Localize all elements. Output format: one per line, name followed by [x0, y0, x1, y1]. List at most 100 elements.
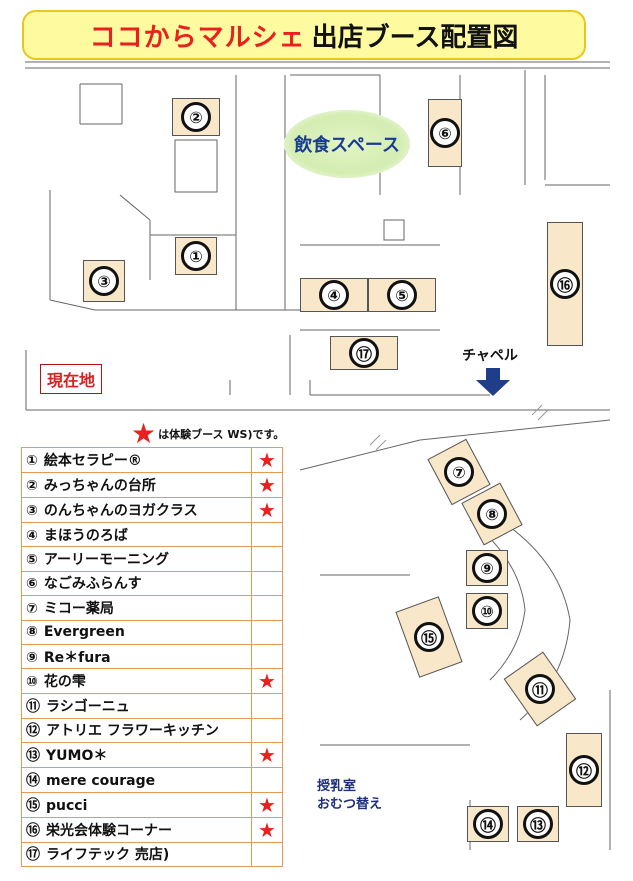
- booth-3[interactable]: ③: [83, 260, 125, 302]
- booth-number: ⑬: [523, 809, 553, 839]
- vendor-name: ⑨ Re＊fura: [21, 643, 252, 670]
- vendor-name: ⑫ アトリエ フラワーキッチン: [21, 717, 252, 744]
- booth-number: ⑤: [387, 280, 417, 310]
- star-icon: ★: [251, 791, 283, 818]
- booth-2[interactable]: ②: [172, 98, 220, 136]
- booth-13[interactable]: ⑬: [517, 806, 559, 842]
- current-location-marker: 現在地: [40, 364, 103, 394]
- booth-14[interactable]: ⑭: [467, 806, 509, 842]
- star-icon: [251, 643, 283, 670]
- experience-booth-note: ★ は体験ブース WS)です。: [131, 417, 285, 450]
- star-icon: ★: [131, 417, 157, 450]
- booth-16[interactable]: ⑯: [547, 222, 583, 346]
- star-icon: ★: [251, 447, 283, 473]
- nursing-room-line-2: おむつ替え: [317, 797, 383, 812]
- vendor-number: ⑪: [26, 699, 40, 716]
- booth-9[interactable]: ⑨: [466, 550, 508, 586]
- vendor-name: ③ のんちゃんのヨガクラス: [21, 497, 252, 523]
- vendor-name: ⑦ ミコー薬局: [21, 595, 252, 621]
- vendor-number: ⑩: [26, 674, 38, 691]
- booth-number: ⑫: [569, 755, 599, 785]
- vendor-label: ライフテック 売店): [46, 847, 170, 864]
- vendor-label: 絵本セラピー®: [43, 453, 142, 469]
- vendor-number: ③: [26, 503, 38, 519]
- vendor-number: ⑨: [26, 649, 38, 666]
- vendor-number: ②: [26, 478, 38, 494]
- booth-number: ③: [89, 266, 119, 296]
- vendor-row: ② みっちゃんの台所 ★: [21, 472, 283, 498]
- vendor-name: ⑧ Evergreen: [21, 619, 252, 645]
- vendor-label: ミコー薬局: [43, 600, 114, 617]
- vendor-name: ② みっちゃんの台所: [21, 472, 252, 498]
- vendor-label: mere courage: [46, 772, 156, 789]
- booth-number: ②: [181, 102, 211, 132]
- vendor-label: pucci: [46, 797, 88, 814]
- vendor-label: みっちゃんの台所: [43, 478, 156, 494]
- nursing-room-line-1: 授乳室: [317, 779, 357, 794]
- star-icon: ★: [251, 472, 283, 498]
- booth-number: ⑯: [550, 269, 580, 299]
- vendor-row: ③ のんちゃんのヨガクラス ★: [21, 497, 283, 523]
- star-icon: [251, 595, 283, 621]
- vendor-row: ⑨ Re＊fura: [21, 643, 283, 670]
- booth-5[interactable]: ⑤: [368, 278, 436, 312]
- star-icon: ★: [251, 497, 283, 523]
- experience-booth-note-text: は体験ブース WS)です。: [158, 428, 285, 441]
- booth-6[interactable]: ⑥: [428, 99, 462, 167]
- vendor-name: ⑩ 花の雫: [21, 668, 252, 695]
- booth-1[interactable]: ①: [175, 237, 217, 275]
- map-title: ココからマルシェ 出店ブース配置図: [22, 10, 586, 60]
- vendor-number: ⑦: [26, 600, 38, 617]
- star-icon: [251, 619, 283, 645]
- vendor-label: 花の雫: [43, 674, 86, 691]
- booth-17[interactable]: ⑰: [330, 336, 398, 370]
- vendor-label: ラシゴーニュ: [46, 699, 130, 716]
- vendor-number: ⑯: [26, 822, 40, 839]
- booth-12[interactable]: ⑫: [566, 733, 602, 807]
- booth-number: ⑧: [477, 499, 507, 529]
- vendor-number: ⑬: [26, 748, 40, 765]
- booth-number: ⑰: [349, 338, 379, 368]
- vendor-row: ⑦ ミコー薬局: [21, 595, 283, 621]
- booth-number: ⑥: [430, 118, 460, 148]
- vendor-number: ⑫: [26, 723, 40, 740]
- vendor-row: ⑪ ラシゴーニュ: [21, 693, 283, 719]
- vendor-row: ① 絵本セラピー® ★: [21, 447, 283, 473]
- star-icon: [251, 693, 283, 719]
- star-icon: [251, 521, 283, 548]
- booth-number: ⑭: [473, 809, 503, 839]
- vendor-name: ⑪ ラシゴーニュ: [21, 693, 252, 719]
- star-icon: ★: [251, 668, 283, 695]
- vendor-label: Evergreen: [43, 624, 125, 641]
- star-icon: [251, 841, 283, 867]
- vendor-number: ⑤: [26, 552, 38, 569]
- vendor-label: まほうのろば: [43, 527, 128, 544]
- vendor-number: ①: [26, 453, 38, 469]
- booth-number: ⑮: [414, 622, 444, 652]
- star-icon: [251, 767, 283, 793]
- vendor-number: ⑧: [26, 624, 38, 641]
- booth-10[interactable]: ⑩: [466, 593, 508, 629]
- vendor-label: Re＊fura: [43, 649, 111, 666]
- title-marche-name: ココからマルシェ: [89, 22, 306, 53]
- vendor-label: のんちゃんのヨガクラス: [43, 503, 198, 519]
- dining-area: 飲食スペース: [284, 110, 410, 178]
- nursing-room-label: 授乳室 おむつ替え: [317, 778, 382, 814]
- booth-4[interactable]: ④: [300, 278, 368, 312]
- booth-number: ⑦: [444, 457, 474, 487]
- vendor-label: アトリエ フラワーキッチン: [46, 723, 219, 740]
